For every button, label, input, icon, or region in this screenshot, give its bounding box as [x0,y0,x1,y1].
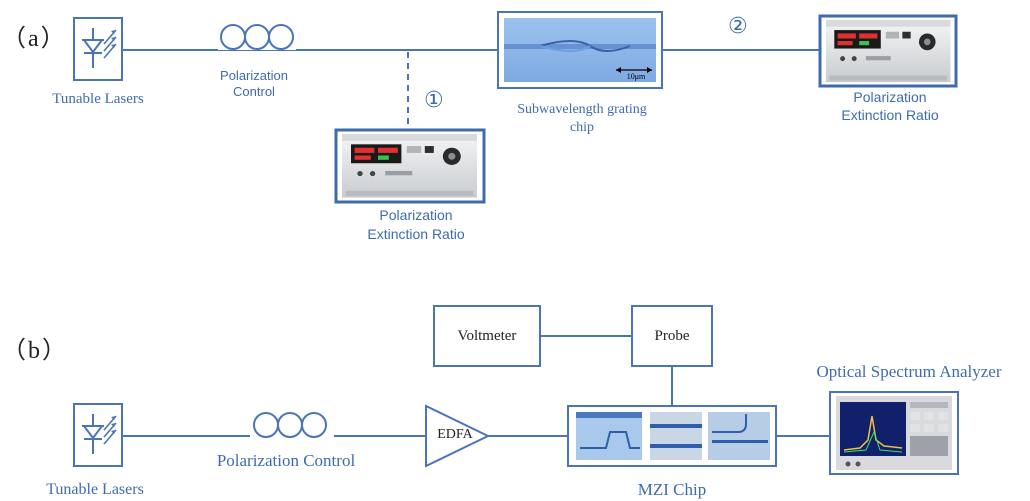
per-instrument-center [334,128,486,204]
tunable-lasers-label-b: Tunable Lasers [46,481,144,498]
polarization-control-label-a-line1: Polarization [220,68,288,83]
per-label-center-line2: Extinction Ratio [367,225,465,242]
polarization-control-label-b: Polarization Control [216,451,356,470]
loops-bg-a [218,24,296,50]
probe-label: Probe [654,327,690,344]
chip-label-a-line1: Subwavelength grating [517,102,647,117]
polarization-control-label-a-line2: Control [233,83,275,99]
optical-spectrum-analyzer-instrument [829,391,959,475]
per-label-right-line1: Polarization [853,89,927,105]
per-label-center: Polarization Extinction Ratio [326,206,506,244]
per-instrument-right [818,14,958,88]
tunable-lasers-label-a: Tunable Lasers [52,91,144,107]
loops-bg-b [250,412,334,438]
marker-1: ① [424,88,444,113]
mzi-chip [567,405,777,467]
chip-label-a: Subwavelength grating chip [500,101,664,137]
edfa-amplifier-triangle [425,404,491,468]
edfa-label: EDFA [437,427,473,442]
per-label-center-line1: Polarization [379,207,453,223]
voltmeter-box [433,305,541,367]
polarization-control-label-a: Polarization Control [194,68,314,99]
subwavelength-grating-chip [497,11,663,89]
panel-b-tag: （b） [2,338,68,364]
osa-label: Optical Spectrum Analyzer [816,362,1002,381]
tunable-laser-icon-a [73,17,123,81]
probe-box [631,305,713,367]
per-label-right-line2: Extinction Ratio [841,107,939,124]
panel-a-tag: （a） [2,26,67,52]
marker-2: ② [728,14,748,39]
panel-b [73,305,959,475]
tunable-laser-icon-b [73,403,123,467]
panel-a [73,11,958,204]
chip-label-a-line2: chip [569,120,595,136]
scale-bar-label: 10μm [626,72,646,81]
voltmeter-label: Voltmeter [457,327,517,344]
per-label-right: Polarization Extinction Ratio [800,88,980,124]
mzi-chip-label: MZI Chip [637,480,707,499]
